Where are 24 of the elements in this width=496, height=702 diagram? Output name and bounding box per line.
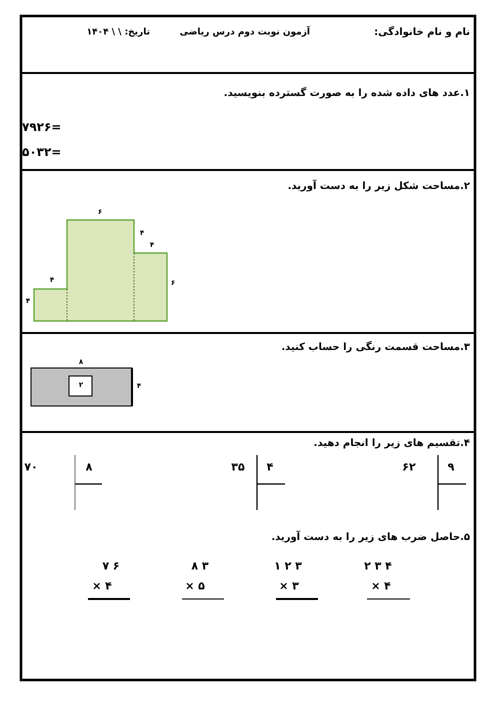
question-text: ۳.مساحت قسمت رنگی را حساب کنید. bbox=[281, 342, 470, 354]
question-text: ۱.عدد های داده شده را به صورت گسترده بنویسید. bbox=[224, 88, 470, 100]
divisor: ۹ bbox=[448, 460, 454, 474]
multiplicand: ۲ ۳ ۴ bbox=[364, 559, 392, 573]
multiplicand: ۷ ۶ bbox=[102, 559, 120, 573]
dividend: ۳۵ bbox=[231, 460, 245, 474]
exam-title: آزمون نوبت دوم درس ریاضی bbox=[180, 28, 310, 38]
dividend: ۷۰ bbox=[24, 460, 38, 474]
multiplicand: ۱ ۲ ۳ bbox=[274, 559, 302, 573]
question-text: ۴.تقسیم های زیر را انجام دهید. bbox=[314, 438, 470, 450]
divisor: ۸ bbox=[86, 460, 92, 474]
question-text: ۵.حاصل ضرب های زیر را به دست آورید. bbox=[271, 532, 470, 544]
divisor: ۴ bbox=[266, 460, 274, 474]
name-field-label: نام و نام خانوادگی: bbox=[374, 27, 470, 39]
multiplicand: ۸ ۳ bbox=[191, 559, 209, 573]
question-text: ۲.مساحت شکل زیر را به دست آورید. bbox=[288, 181, 470, 193]
multiplier: × ۳ bbox=[279, 579, 299, 593]
expansion-exercise: ۷۹۲۶= bbox=[22, 120, 62, 134]
multiplier: × ۴ bbox=[92, 579, 112, 593]
multiplier: × ۴ bbox=[371, 579, 391, 593]
expansion-exercise: ۵۰۳۲= bbox=[22, 144, 62, 160]
multiplier: × ۵ bbox=[185, 579, 205, 593]
date-field: تاریخ: \ \ ۱۴۰۴ bbox=[86, 28, 150, 38]
dividend: ۶۲ bbox=[402, 460, 416, 474]
